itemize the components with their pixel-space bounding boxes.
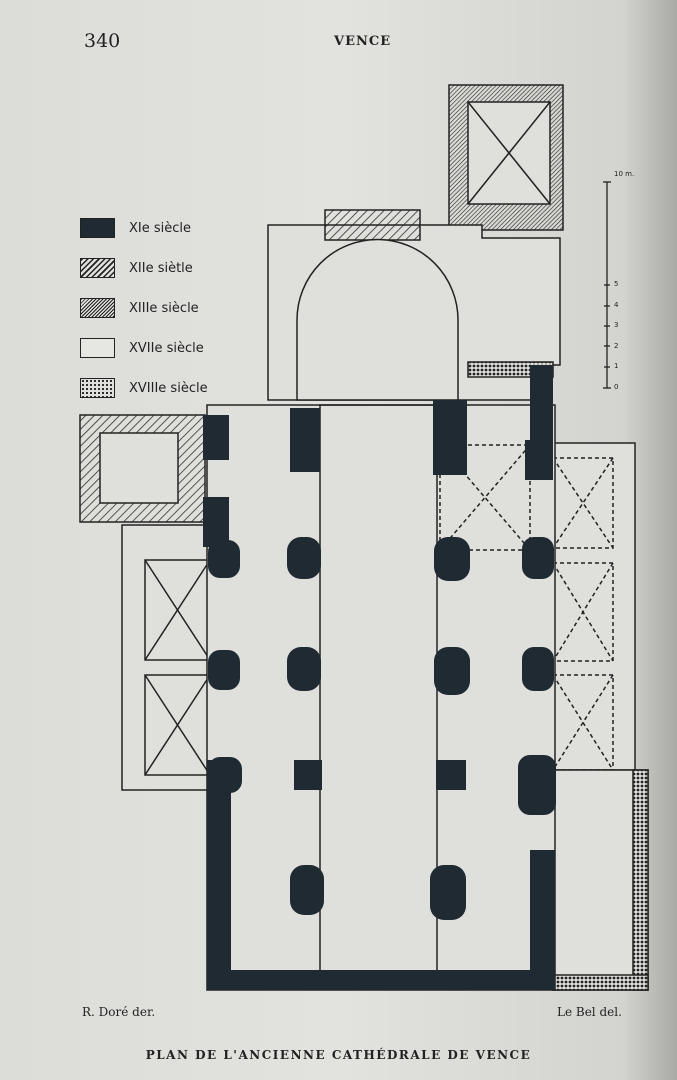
swatch-hatch-dense <box>80 298 115 318</box>
swatch-hatch-wide <box>80 258 115 278</box>
legend-item: XIIIe siècle <box>80 288 208 328</box>
legend-item: XVIIe siècle <box>80 328 208 368</box>
scale-tick: 1 <box>614 362 619 370</box>
legend: XIe siècle XIIe siètle XIIIe siècle XVII… <box>80 208 208 408</box>
swatch-solid <box>80 218 115 238</box>
figure-caption: PLAN DE L'ANCIENNE CATHÉDRALE DE VENCE <box>145 1048 532 1062</box>
swatch-blank <box>80 338 115 358</box>
legend-item: XVIIIe siècle <box>80 368 208 408</box>
credit-left: R. Doré der. <box>82 1005 156 1019</box>
credit-right: Le Bel del. <box>557 1005 622 1019</box>
scale-tick: 5 <box>614 280 619 288</box>
scale-tick: 0 <box>614 383 619 391</box>
swatch-crosshatch <box>80 378 115 398</box>
scale-unit: 10 m. <box>614 170 635 178</box>
legend-item: XIIe siètle <box>80 248 208 288</box>
scale-tick: 2 <box>614 342 619 350</box>
scale-tick: 4 <box>614 301 619 309</box>
page-number: 340 <box>84 30 121 52</box>
running-head: VENCE <box>334 34 392 49</box>
scale-tick: 3 <box>614 321 619 329</box>
scale-bar <box>603 181 611 389</box>
piers <box>208 400 556 920</box>
legend-item: XIe siècle <box>80 208 208 248</box>
